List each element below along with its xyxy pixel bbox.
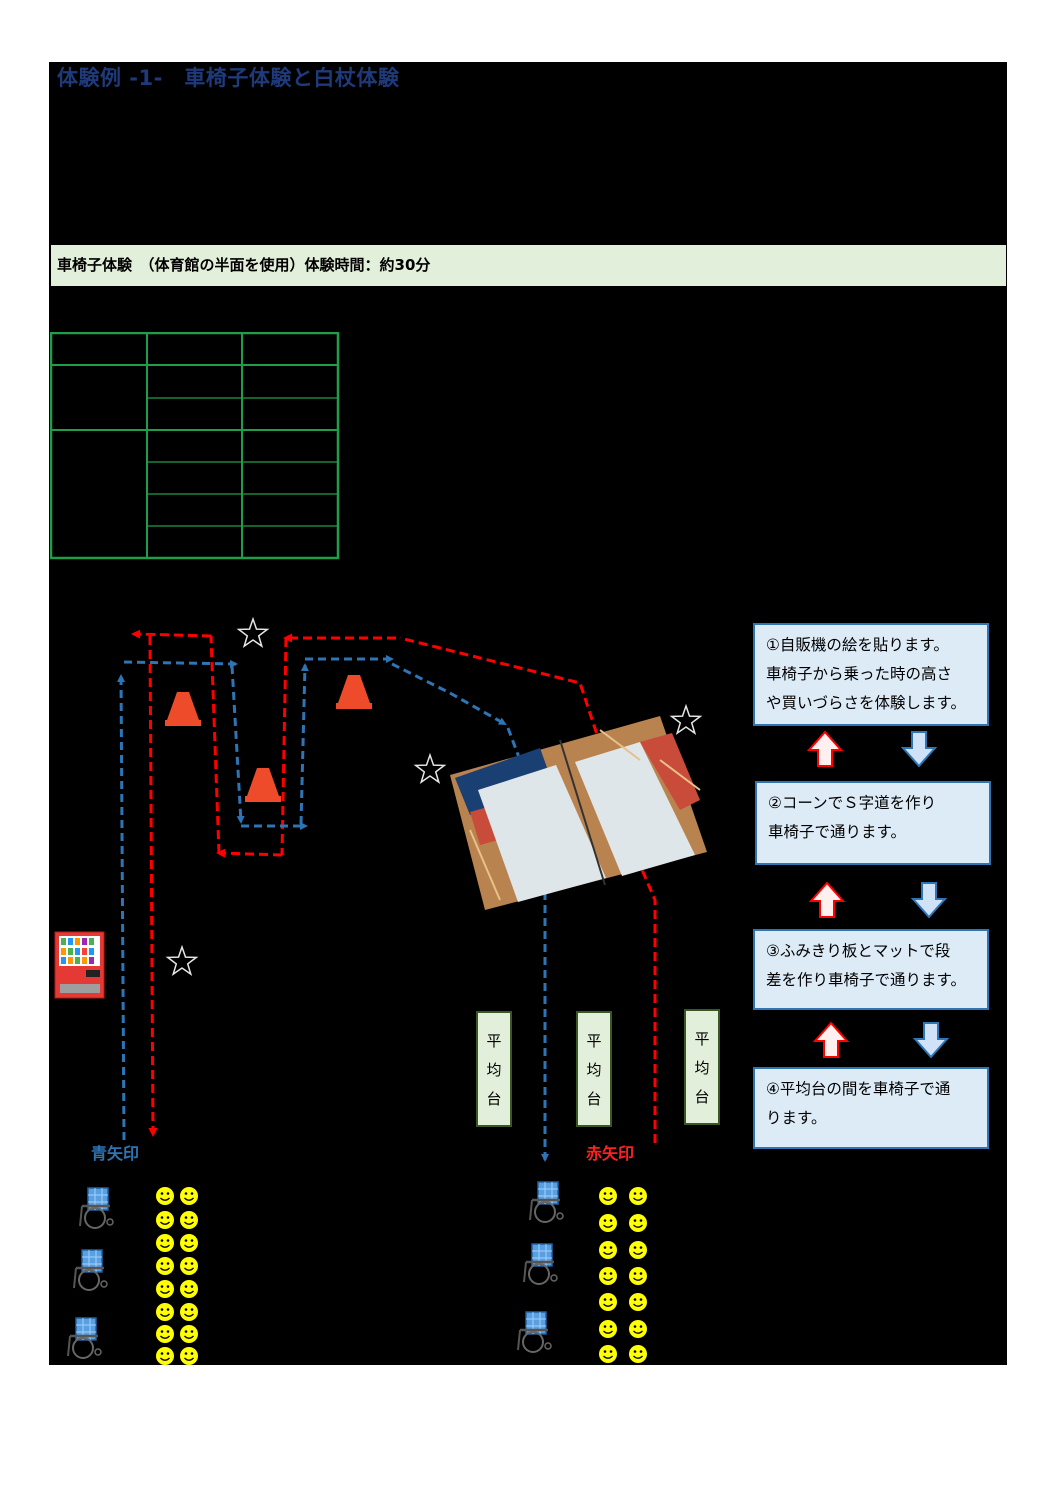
wheelchair-icon — [522, 1242, 559, 1286]
down-arrow-icon — [912, 882, 946, 918]
wheelchair-icon — [78, 1186, 115, 1230]
smiley-icon — [628, 1344, 648, 1364]
balance-beam: 平 均 台 — [476, 1011, 512, 1127]
smiley-icon — [155, 1324, 175, 1344]
star-icon — [237, 618, 269, 647]
schedule-table — [50, 332, 340, 560]
smiley-icon — [598, 1344, 618, 1364]
smiley-icon — [179, 1210, 199, 1230]
vending-machine-icon — [54, 931, 105, 999]
smiley-icon — [598, 1186, 618, 1206]
beam-label-char: 台 — [486, 1089, 502, 1108]
smiley-icon — [179, 1302, 199, 1322]
cone-icon — [336, 675, 372, 709]
wheelchair-icon — [528, 1180, 565, 1224]
participant-group-right — [598, 1186, 648, 1364]
step-text: 差を作り車椅子で通ります。 — [766, 971, 966, 989]
blue-arrow-label: 青矢印 — [91, 1144, 140, 1163]
cone-icon — [245, 768, 281, 802]
step-text: ります。 — [766, 1109, 827, 1127]
smiley-icon — [598, 1319, 618, 1339]
cone-icon — [165, 692, 201, 726]
red-arrow-label: 赤矢印 — [586, 1144, 635, 1163]
smiley-icon — [179, 1324, 199, 1344]
balance-beam: 平 均 台 — [684, 1009, 720, 1125]
smiley-icon — [155, 1233, 175, 1253]
smiley-icon — [155, 1346, 175, 1366]
beam-label-char: 平 — [586, 1031, 602, 1050]
smiley-icon — [628, 1292, 648, 1312]
step-box-3: ③ふみきり板とマットで段 差を作り車椅子で通ります。 — [753, 929, 989, 1010]
beam-label-char: 台 — [586, 1089, 602, 1108]
smiley-icon — [155, 1186, 175, 1206]
step-text: 車椅子で通ります。 — [768, 823, 906, 841]
smiley-icon — [179, 1186, 199, 1206]
step-text: ②コーンでＳ字道を作り — [768, 794, 937, 812]
beam-label-char: 平 — [486, 1031, 502, 1050]
up-arrow-icon — [808, 731, 842, 767]
smiley-icon — [598, 1292, 618, 1312]
balance-beam: 平 均 台 — [576, 1011, 612, 1127]
down-arrow-icon — [914, 1022, 948, 1058]
wheelchair-icon — [66, 1316, 103, 1360]
wheelchair-icon — [516, 1310, 553, 1354]
smiley-icon — [155, 1256, 175, 1276]
smiley-icon — [628, 1266, 648, 1286]
star-icon — [166, 946, 198, 975]
up-arrow-icon — [810, 882, 844, 918]
section-header: 車椅子体験 （体育館の半面を使用）体験時間：約30分 — [51, 245, 1006, 286]
step-box-1: ①自販機の絵を貼ります。 車椅子から乗った時の高さ や買いづらさを体験します。 — [753, 623, 989, 726]
smiley-icon — [179, 1346, 199, 1366]
springboard-mat-photo — [450, 716, 707, 910]
up-arrow-icon — [814, 1022, 848, 1058]
wheelchair-icon — [72, 1248, 109, 1292]
smiley-icon — [179, 1279, 199, 1299]
step-box-4: ④平均台の間を車椅子で通 ります。 — [753, 1067, 989, 1149]
star-icon — [414, 754, 446, 783]
smiley-icon — [155, 1302, 175, 1322]
down-arrow-icon — [902, 731, 936, 767]
step-box-2: ②コーンでＳ字道を作り 車椅子で通ります。 — [755, 781, 991, 865]
smiley-icon — [598, 1213, 618, 1233]
smiley-icon — [598, 1266, 618, 1286]
smiley-icon — [179, 1256, 199, 1276]
smiley-icon — [628, 1186, 648, 1206]
beam-label-char: 均 — [694, 1058, 710, 1077]
beam-label-char: 台 — [694, 1087, 710, 1106]
step-text: ③ふみきり板とマットで段 — [766, 942, 951, 960]
page-title: 体験例 -1- 車椅子体験と白杖体験 — [57, 66, 400, 90]
smiley-icon — [179, 1233, 199, 1253]
smiley-icon — [628, 1240, 648, 1260]
beam-label-char: 均 — [486, 1060, 502, 1079]
beam-label-char: 均 — [586, 1060, 602, 1079]
star-icon — [670, 705, 702, 734]
step-text: 車椅子から乗った時の高さ — [766, 665, 953, 683]
step-text: や買いづらさを体験します。 — [766, 694, 966, 712]
step-text: ④平均台の間を車椅子で通 — [766, 1080, 951, 1098]
participant-group-left — [155, 1186, 199, 1366]
smiley-icon — [155, 1210, 175, 1230]
smiley-icon — [155, 1279, 175, 1299]
step-text: ①自販機の絵を貼ります。 — [766, 636, 949, 654]
smiley-icon — [598, 1240, 618, 1260]
smiley-icon — [628, 1213, 648, 1233]
beam-label-char: 平 — [694, 1029, 710, 1048]
smiley-icon — [628, 1319, 648, 1339]
